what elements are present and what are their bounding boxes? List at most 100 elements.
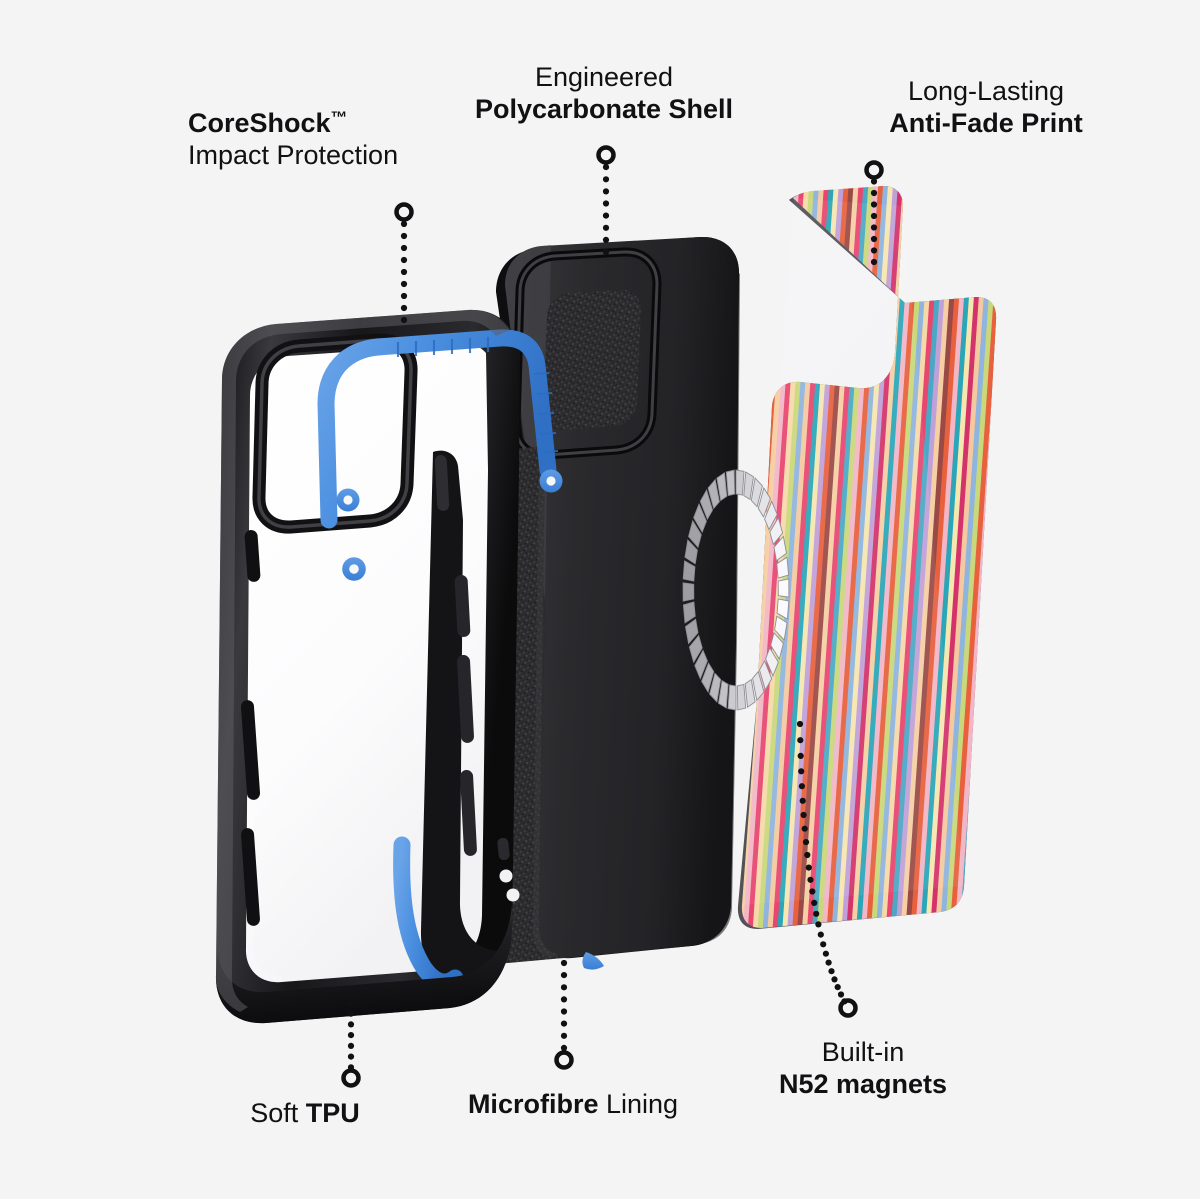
connector-magnets-dot (797, 737, 804, 744)
magnet-ring (682, 469, 790, 711)
callout-microfibre-lining: Microfibre Lining (468, 1089, 678, 1121)
connector-antifade-dot (870, 224, 878, 231)
magnet-segment (770, 631, 784, 661)
callout-tpu-line: Soft TPU (250, 1098, 360, 1130)
connector-polycarbonate-dot (602, 224, 610, 231)
connector-tpu-dot (347, 1032, 355, 1039)
connector-magnets-dot (801, 825, 808, 832)
callout-anti-fade-print: Long-Lasting Anti-Fade Print (889, 76, 1083, 140)
connector-microfibre-dot (560, 996, 568, 1003)
magnet-segment (773, 535, 787, 562)
connector-polycarbonate-dot (602, 176, 610, 183)
magnet-segment (701, 662, 715, 694)
callout-print-line1: Long-Lasting (907, 76, 1065, 106)
connector-tpu-dot (347, 999, 355, 1007)
stripe (937, 186, 997, 928)
magnet-segment (764, 500, 778, 531)
magnet-segment (682, 601, 696, 624)
connector-magnets-dot (807, 876, 814, 883)
connector-polycarbonate-endpoint (596, 145, 616, 165)
connector-magnets-dot (813, 910, 820, 917)
callout-coreshock-line1: CoreShock™ (188, 108, 348, 139)
connector-coreshock-dot (400, 280, 408, 288)
connector-magnets-dot (800, 811, 807, 819)
connector-tpu-dot (347, 1010, 355, 1017)
connector-polycarbonate-dot (602, 200, 610, 207)
magnet-segment (776, 556, 790, 579)
connector-tpu-dot (347, 1042, 355, 1049)
magnet-segment (693, 502, 707, 534)
connector-magnets-dot (817, 931, 824, 938)
magnet-segment (769, 516, 784, 546)
connector-magnets-dot (804, 851, 811, 859)
magnet-segment (759, 659, 773, 692)
stripe (942, 186, 997, 928)
callout-n52-magnets: Built-in N52 magnets (779, 1037, 947, 1101)
tpu-bumper-case (215, 309, 563, 1024)
connector-magnets-dot (802, 839, 810, 846)
connector-coreshock-dot (400, 220, 408, 228)
connector-microfibre-endpoint (554, 1050, 574, 1070)
connector-microfibre-dot (560, 972, 568, 979)
connector-coreshock-endpoint (394, 202, 414, 222)
callout-polycarbonate-line1: Engineered (534, 62, 674, 92)
connector-magnets-dot (811, 899, 818, 907)
connector-coreshock-dot (400, 268, 408, 276)
magnet-segment (699, 488, 713, 521)
callout-magnets-line2: N52 magnets (778, 1068, 948, 1099)
connector-magnets-dot (837, 991, 845, 998)
callout-microfibre-bold: Microfibre (467, 1089, 599, 1119)
callout-coreshock: CoreShock™ Impact Protection (188, 108, 398, 172)
coreshock-accent-rail (317, 329, 563, 581)
magnet-segment (752, 670, 765, 702)
magnet-segment (750, 477, 763, 508)
connector-tpu-dot (347, 1053, 355, 1060)
connector-antifade-dot (870, 189, 878, 197)
callout-polycarbonate-line2: Polycarbonate Shell (474, 93, 734, 124)
tpu-side-buttons (240, 530, 261, 926)
connector-coreshock-dot (400, 316, 408, 324)
connector-antifade-dot (870, 201, 878, 208)
magnet-segment (736, 683, 747, 711)
connector-tpu-endpoint (341, 1068, 361, 1088)
connector-magnets-endpoint (838, 998, 858, 1018)
connector-magnets-dot (825, 959, 832, 966)
magnet-segment (727, 684, 737, 711)
magnet-segment (688, 519, 702, 549)
connector-antifade-dot (870, 178, 878, 185)
connector-coreshock-dot (400, 244, 408, 252)
magnet-segment (685, 618, 699, 645)
magnet-segment (694, 649, 708, 680)
callout-microfibre-rest: Lining (598, 1089, 679, 1119)
connector-microfibre-dot (560, 1020, 568, 1027)
magnet-segment (776, 598, 790, 620)
magnet-segment (716, 471, 728, 502)
connector-polycarbonate-dot (602, 188, 610, 195)
magnet-segment (735, 469, 745, 496)
connector-microfibre-dot (560, 984, 568, 991)
magnet-segment (757, 486, 771, 518)
connector-magnets-dot (828, 968, 835, 975)
callout-print-line2: Anti-Fade Print (889, 107, 1083, 138)
connector-magnets-dot (809, 888, 816, 895)
tpu-bottom-rail (420, 450, 520, 986)
connector-antifade-endpoint (864, 160, 884, 180)
trademark-symbol: ™ (330, 108, 348, 127)
polycarbonate-shell (496, 236, 740, 970)
magnet-segment (777, 578, 790, 598)
connector-magnets-dot (799, 797, 806, 804)
magnet-segment (709, 672, 722, 703)
connector-magnets-dot (834, 984, 841, 991)
magnet-segment (765, 646, 779, 678)
magnet-segment (725, 469, 736, 497)
connector-magnets-dot (822, 950, 830, 957)
magnet-segment (688, 634, 703, 664)
callout-soft-tpu: Soft TPU (250, 1098, 360, 1130)
connector-magnets-dot (815, 921, 822, 928)
connector-coreshock-dot (400, 232, 408, 240)
callout-tpu-bold: TPU (305, 1098, 360, 1128)
connector-magnets-dot (805, 864, 812, 871)
connector-tpu-dot (347, 1021, 355, 1028)
connector-antifade-dot (870, 247, 878, 254)
